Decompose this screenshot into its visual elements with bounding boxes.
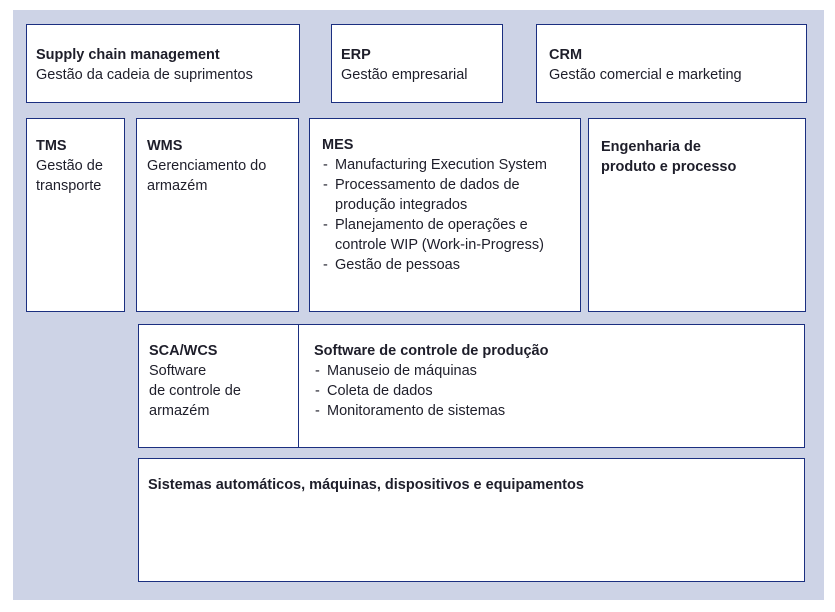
sistemas-box: Sistemas automáticos, máquinas, disposit… [138,458,805,582]
erp-box: ERP Gestão empresarial [331,24,503,103]
mes-title: MES [322,137,354,153]
crm-subtitle: Gestão comercial e marketing [549,67,742,83]
crm-title: CRM [549,47,583,63]
mes-item-text: Processamento de dados de [335,177,520,193]
software-controle-item: Manuseio de máquinas [314,361,792,381]
engenharia-box: Engenharia de produto e processo [588,118,806,312]
tms-title: TMS [36,138,67,154]
wms-line: armazém [147,178,208,194]
mes-item: Manufacturing Execution System [322,155,570,175]
tms-line: Gestão de [36,158,103,174]
tms-box: TMS Gestão de transporte [26,118,125,312]
supply-chain-box: Supply chain management Gestão da cadeia… [26,24,300,103]
sca-wcs-line: Software [149,363,207,379]
software-controle-list: Manuseio de máquinas Coleta de dados Mon… [314,361,792,421]
wms-title: WMS [147,138,183,154]
engenharia-title: produto e processo [601,159,737,175]
mes-item: Planejamento de operações e controle WIP… [322,215,570,255]
mes-item-text: Planejamento de operações e [335,217,528,233]
mes-item: Processamento de dados de produção integ… [322,175,570,215]
mes-item-text: controle WIP (Work-in-Progress) [335,237,544,253]
supply-chain-subtitle: Gestão da cadeia de suprimentos [36,67,253,83]
mes-list: Manufacturing Execution System Processam… [322,155,570,275]
engenharia-title: Engenharia de [601,139,701,155]
software-controle-title: Software de controle de produção [314,343,549,359]
sistemas-title: Sistemas automáticos, máquinas, disposit… [148,477,584,493]
mes-item: Gestão de pessoas [322,255,570,275]
wms-box: WMS Gerenciamento do armazém [136,118,299,312]
software-controle-item: Coleta de dados [314,381,792,401]
diagram-canvas: Supply chain management Gestão da cadeia… [13,10,824,600]
software-controle-item: Monitoramento de sistemas [314,401,792,421]
supply-chain-title: Supply chain management [36,47,220,63]
software-controle-box: Software de controle de produção Manusei… [298,324,805,448]
mes-item-text: Gestão de pessoas [335,257,460,273]
sca-wcs-title: SCA/WCS [149,343,218,359]
sca-wcs-line: armazém [149,403,210,419]
mes-item-text: Manufacturing Execution System [335,157,547,173]
erp-title: ERP [341,47,371,63]
tms-line: transporte [36,178,102,194]
crm-box: CRM Gestão comercial e marketing [536,24,807,103]
sca-wcs-line: de controle de [149,383,241,399]
erp-subtitle: Gestão empresarial [341,67,468,83]
sca-wcs-box: SCA/WCS Software de controle de armazém [138,324,299,448]
wms-line: Gerenciamento do [147,158,267,174]
mes-box: MES Manufacturing Execution System Proce… [309,118,581,312]
mes-item-text: produção integrados [335,197,468,213]
